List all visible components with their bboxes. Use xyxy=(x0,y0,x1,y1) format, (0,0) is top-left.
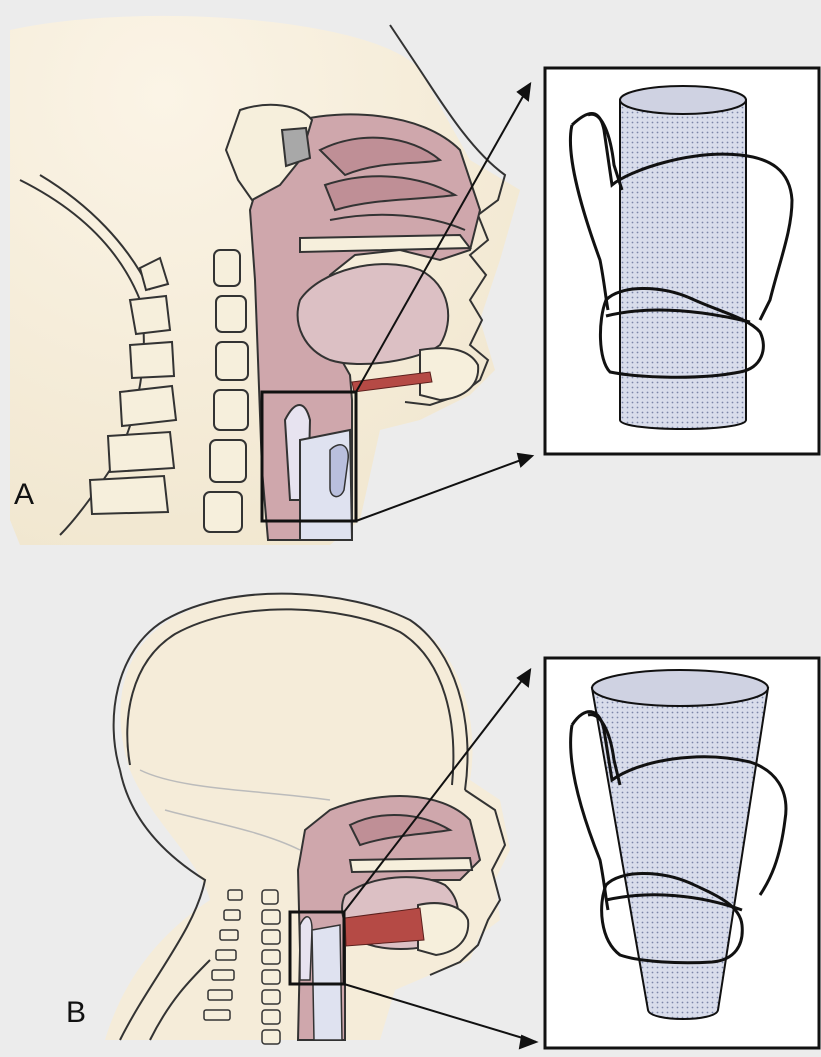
adult-palate xyxy=(300,235,470,252)
panel-a-adult-head xyxy=(10,16,520,545)
adult-larynx-inset xyxy=(545,68,819,454)
panel-b-infant-head xyxy=(105,594,510,1044)
adult-cylinder-trachea xyxy=(620,100,746,429)
panel-label-b: B xyxy=(66,998,86,1028)
panel-label-a: A xyxy=(14,480,34,510)
infant-larynx-inset xyxy=(545,658,819,1048)
infant-epiglottis xyxy=(300,917,312,980)
